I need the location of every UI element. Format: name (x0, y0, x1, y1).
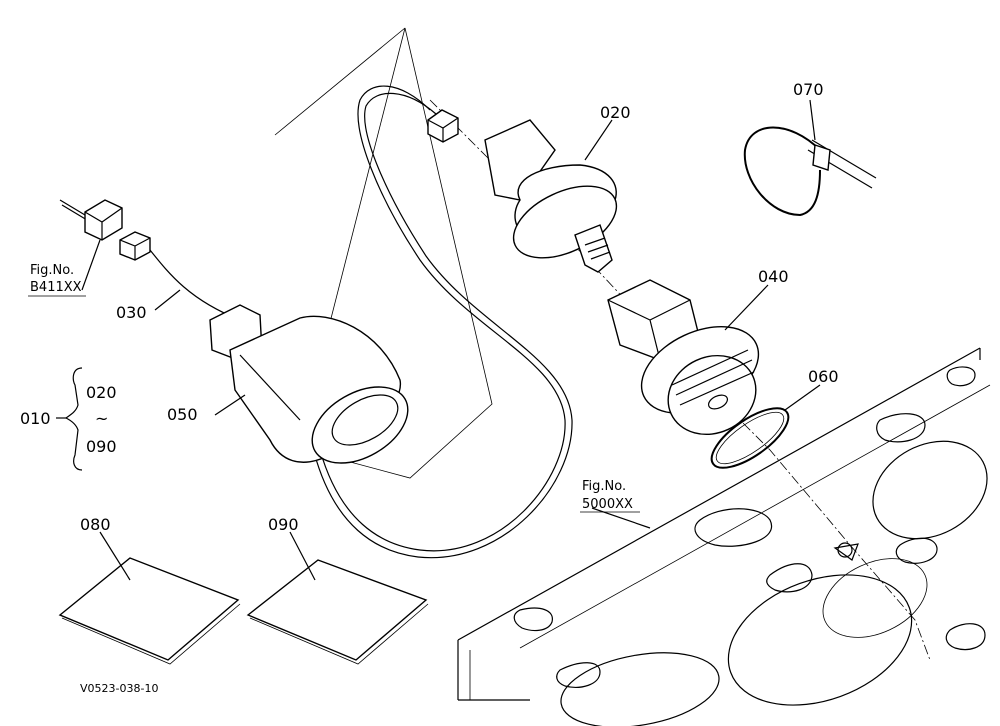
paper-090 (246, 559, 429, 665)
ref2-title: Fig.No. (582, 479, 626, 494)
ref1-title: Fig.No. (30, 263, 74, 278)
ref1-code: B411XX (30, 280, 82, 295)
label-080: 080 (80, 515, 111, 534)
cable-tie-070 (743, 126, 877, 217)
label-tilde: ~ (95, 409, 108, 428)
sensor-020 (427, 109, 618, 273)
adapter-040 (607, 279, 760, 436)
label-070: 070 (793, 80, 824, 99)
leader-lines (99, 99, 821, 581)
label-030: 030 (116, 303, 147, 322)
label-020-range: 020 (86, 383, 117, 402)
drawing-code: V0523-038-10 (80, 682, 158, 695)
o-ring-060 (710, 407, 790, 469)
label-010: 010 (20, 409, 51, 428)
label-090: 090 (268, 515, 299, 534)
cylinder-head (457, 347, 991, 726)
label-040: 040 (758, 267, 789, 286)
assembly-outline (274, 27, 493, 479)
label-090-range: 090 (86, 437, 117, 456)
connector-left (59, 199, 151, 291)
switch-050 (209, 304, 409, 464)
label-050: 050 (167, 405, 198, 424)
paper-080 (58, 557, 241, 665)
label-060: 060 (808, 367, 839, 386)
bracket-010 (64, 367, 83, 471)
ref2-code: 5000XX (582, 497, 633, 512)
label-020: 020 (600, 103, 631, 122)
